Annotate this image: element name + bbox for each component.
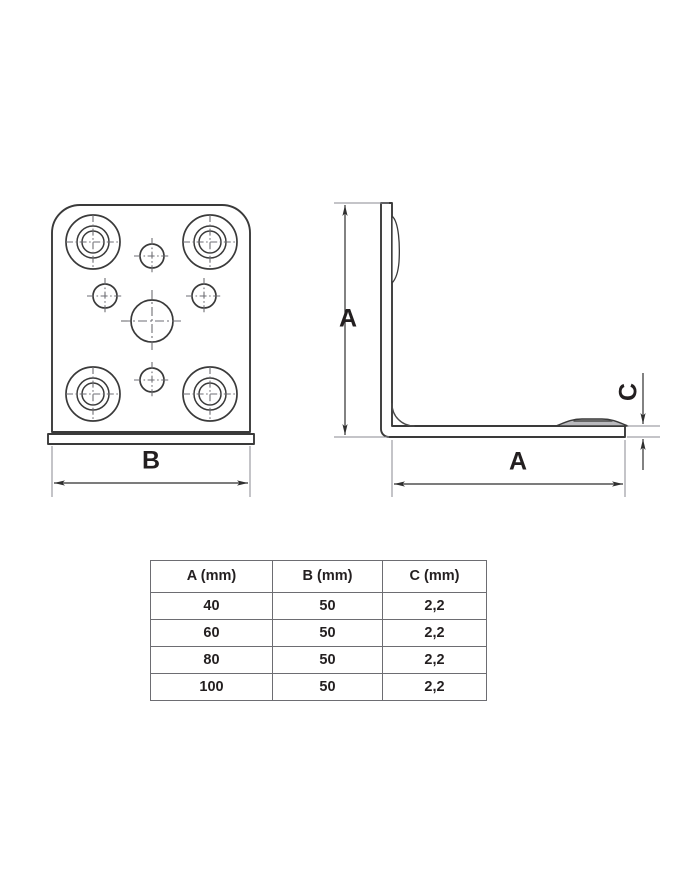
dimension-c-group: C [615, 373, 660, 470]
cell-a: 80 [150, 646, 273, 674]
specification-table-container: A (mm) B (mm) C (mm) 40 50 2,2 60 50 2,2… [150, 560, 487, 701]
dimension-a-vertical-group: A [334, 202, 389, 438]
cell-a: 60 [150, 619, 273, 647]
cell-c: 2,2 [382, 673, 487, 701]
dimension-a-horizontal-label: A [509, 448, 527, 476]
corner-hole-top-left [65, 214, 121, 270]
small-hole-left [87, 278, 123, 314]
corner-hole-top-right [182, 214, 238, 270]
column-header-b: B (mm) [272, 560, 383, 593]
corner-hole-bottom-left [65, 366, 121, 422]
small-hole-top-center [134, 238, 170, 274]
specification-table: A (mm) B (mm) C (mm) 40 50 2,2 60 50 2,2… [150, 560, 487, 701]
horizontal-leg-dimple [555, 418, 629, 427]
cell-b: 50 [272, 673, 383, 701]
vertical-leg-dimple [391, 215, 400, 284]
center-hole [121, 290, 183, 352]
cell-c: 2,2 [382, 619, 487, 647]
cell-a: 40 [150, 592, 273, 620]
cell-b: 50 [272, 646, 383, 674]
cell-b: 50 [272, 592, 383, 620]
dimension-a-horizontal-group: A [391, 440, 626, 497]
dimension-a-vertical-label: A [339, 305, 357, 333]
front-view: B [47, 204, 255, 497]
small-hole-bottom-center [134, 362, 170, 398]
corner-hole-bottom-right [182, 366, 238, 422]
cell-c: 2,2 [382, 646, 487, 674]
cell-a: 100 [150, 673, 273, 701]
table-header-row: A (mm) B (mm) C (mm) [150, 560, 487, 593]
dimension-b-group: B [51, 446, 251, 497]
dimension-b-label: B [142, 447, 160, 475]
table-row: 100 50 2,2 [150, 673, 487, 701]
cell-b: 50 [272, 619, 383, 647]
side-inner-fillet [391, 403, 415, 427]
table-row: 80 50 2,2 [150, 646, 487, 674]
table-row: 60 50 2,2 [150, 619, 487, 647]
front-flange-edge [47, 433, 255, 445]
column-header-c: C (mm) [382, 560, 487, 593]
cell-c: 2,2 [382, 592, 487, 620]
front-plate-outline [51, 204, 251, 433]
table-row: 40 50 2,2 [150, 592, 487, 620]
column-header-a: A (mm) [150, 560, 273, 593]
small-hole-right [186, 278, 222, 314]
side-profile-outline [380, 202, 626, 438]
dimension-c-label: C [615, 383, 643, 401]
side-view: A A C [334, 202, 660, 497]
